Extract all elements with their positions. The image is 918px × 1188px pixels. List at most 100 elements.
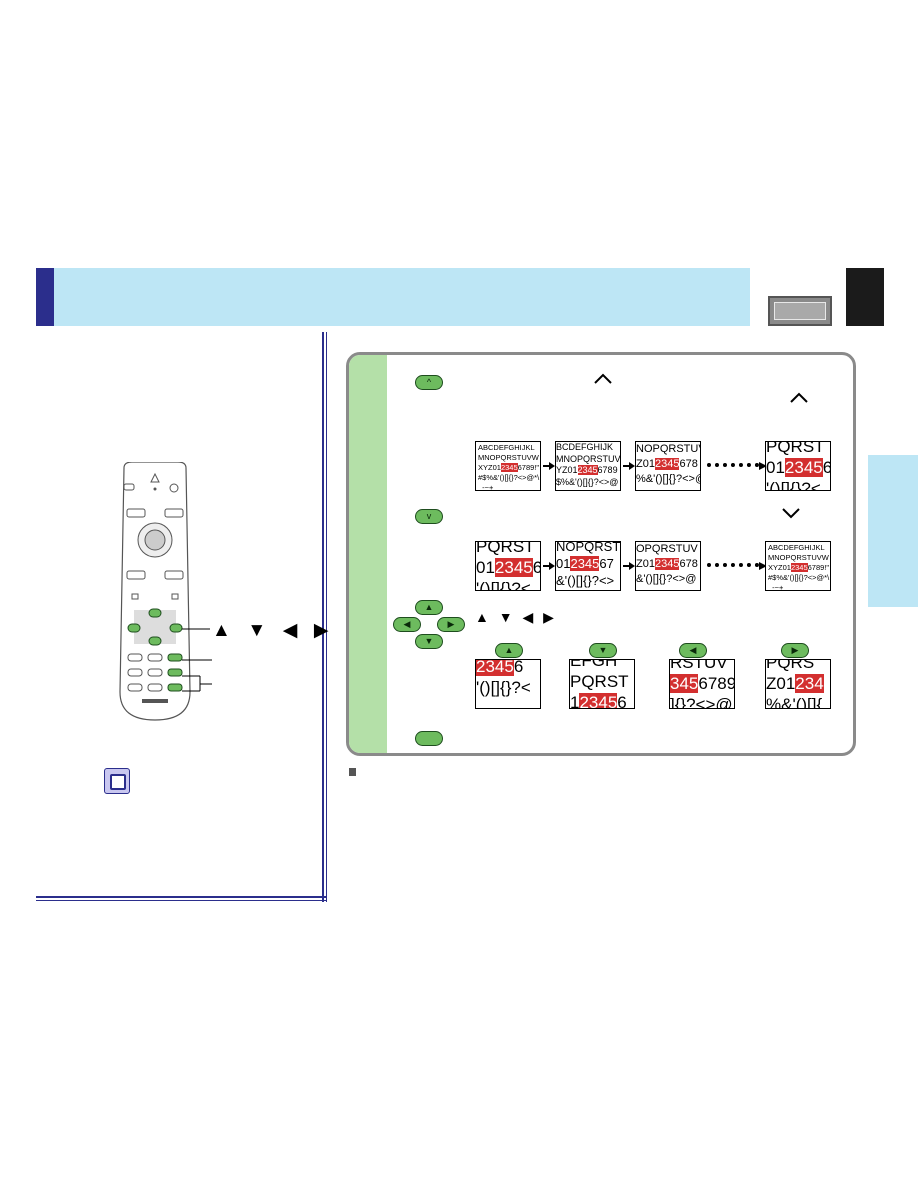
preview-line: ]{}?<>@	[670, 695, 733, 709]
arrow-down-icon: ▼	[424, 636, 434, 646]
preview-line: PQRST	[570, 672, 629, 691]
preview-line: %&'()[]{	[766, 695, 823, 709]
preview-line: NOPQRSTUV	[636, 443, 701, 455]
arrow-right-icon	[623, 562, 635, 570]
preview-line: BCDEFGHIJK	[556, 442, 614, 452]
remote-arrow-callout: ▲ ▼ ◀ ▶	[212, 620, 331, 641]
preview-line: ABCDEFGHIJKL	[768, 543, 825, 552]
preview-line: OPQRSTUV	[636, 543, 698, 555]
arrow-left-icon: ◀	[689, 645, 697, 655]
arrow-right-icon	[623, 462, 635, 470]
continuation-dots	[707, 563, 759, 571]
preview-line: EFGH	[570, 659, 618, 670]
preview-line: _-~+	[478, 483, 494, 491]
preview-line: '()[]{}?<	[476, 579, 531, 591]
left-panel-rule	[36, 900, 327, 901]
preview-line: XYZ0123456789!"	[478, 463, 540, 472]
arrow-right-icon: ▶	[791, 645, 799, 655]
arrow-left-icon: ◀	[403, 619, 411, 629]
pan-down-button[interactable]: ▼	[589, 643, 617, 658]
zoom-preview-4: PQRST 0123456 '()[]{}?<	[765, 441, 831, 491]
preview-line: PQRST	[766, 441, 825, 456]
arrow-right-icon	[543, 462, 555, 470]
step-column	[349, 355, 387, 753]
nav-arrow-hint: ▲ ▼ ◀ ▶	[475, 609, 557, 625]
preview-line: 23456	[476, 659, 524, 676]
up-arrow-button[interactable]: ▲	[415, 600, 443, 615]
chevron-up-icon	[593, 366, 613, 388]
preview-line: '()[]{}?<	[766, 479, 821, 491]
left-panel-rule	[36, 896, 327, 898]
side-index-tab[interactable]	[868, 455, 918, 607]
chapter-tab-black	[846, 268, 884, 326]
return-button[interactable]	[415, 731, 443, 746]
preview-line: 123456	[570, 692, 634, 708]
preview-line: 0123456	[476, 558, 540, 577]
preview-line: '()[]{}?<	[476, 678, 531, 697]
remote-callout-lines	[182, 628, 212, 692]
note-bullet	[349, 768, 356, 776]
preview-line: &'()[]{}?<>@	[636, 573, 697, 585]
chevron-up-icon	[789, 385, 809, 407]
arrow-up-icon: ▲	[504, 645, 514, 655]
header-accent-bar	[36, 268, 54, 326]
arrow-right-icon	[759, 562, 767, 570]
arrow-up-icon: ▲	[424, 602, 434, 612]
preview-line: PQRST	[476, 541, 535, 556]
arrow-right-icon	[759, 462, 767, 470]
arrow-right-icon: ▶	[447, 619, 455, 629]
preview-line: ABCDEFGHIJKL	[478, 443, 535, 452]
preview-line: 3456789	[670, 674, 735, 693]
preview-line: _-~+	[768, 583, 784, 591]
continuation-dots	[707, 463, 759, 471]
down-arrow-button[interactable]: ▼	[415, 634, 443, 649]
preview-line: 01234567	[556, 556, 614, 571]
zoom-preview-3: NOPQRSTUV Z012345678 %&'()[]{}?<>@	[635, 441, 701, 491]
remote-control-illustration	[119, 462, 191, 721]
right-arrow-button[interactable]: ▶	[437, 617, 465, 632]
preview-line: XYZ0123456789!"	[768, 563, 830, 572]
chevron-down-icon: v	[426, 511, 432, 521]
zoom-preview-6: NOPQRSTU 01234567 &'()[]{}?<>	[555, 541, 621, 591]
preview-line: MNOPQRSTUVW	[768, 553, 829, 562]
preview-line: $%&'()[]{}?<>@	[556, 476, 619, 487]
note-icon	[104, 768, 130, 794]
pan-left-button[interactable]: ◀	[679, 643, 707, 658]
pan-preview-left: RSTUV 3456789 ]{}?<>@	[669, 659, 735, 709]
pan-preview-down: EFGH PQRST 123456	[569, 659, 635, 709]
zoom-preview-1: ABCDEFGHIJKL MNOPQRSTUVW XYZ0123456789!"…	[475, 441, 541, 491]
chevron-up-icon: ^	[426, 377, 432, 387]
preview-line: &'()[]{}?<>	[556, 573, 615, 588]
pan-preview-right: PQRS Z01234 %&'()[]{	[765, 659, 831, 709]
header-band	[54, 268, 750, 326]
pan-preview-up: 23456 '()[]{}?<	[475, 659, 541, 709]
left-panel-rule	[326, 332, 327, 902]
pan-right-button[interactable]: ▶	[781, 643, 809, 658]
preview-line: YZ0123456789	[556, 465, 618, 475]
arrow-right-icon	[543, 562, 555, 570]
preview-line: Z01234	[766, 674, 824, 693]
preview-line: MNOPQRSTUVW	[478, 453, 539, 462]
preview-line: #$%&'()[]{}?<>@*\	[478, 473, 540, 482]
left-panel-rule	[322, 332, 324, 902]
left-arrow-button[interactable]: ◀	[393, 617, 421, 632]
zoom-preview-5: PQRST 0123456 '()[]{}?<	[475, 541, 541, 591]
procedure-panel: ^ ABCDEFGHIJKL MNOPQRSTUVW XYZ0123456789…	[346, 352, 856, 756]
arrow-down-icon: ▼	[598, 645, 608, 655]
preview-line: NOPQRSTU	[556, 541, 621, 554]
preview-line: Z012345678	[636, 558, 698, 570]
preview-line: Z012345678	[636, 458, 698, 470]
preview-line: %&'()[]{}?<>@	[636, 473, 701, 485]
header-button[interactable]	[768, 296, 832, 326]
preview-line: PQRS	[766, 659, 815, 672]
down-button[interactable]: v	[415, 509, 443, 524]
zoom-preview-2: BCDEFGHIJK MNOPQRSTUV YZ0123456789 $%&'(…	[555, 441, 621, 491]
pan-up-button[interactable]: ▲	[495, 643, 523, 658]
preview-line: MNOPQRSTUV	[556, 453, 621, 464]
preview-line: #$%&'()[]{}?<>@*\	[768, 573, 830, 582]
zoom-preview-8: ABCDEFGHIJKL MNOPQRSTUVW XYZ0123456789!"…	[765, 541, 831, 591]
zoom-preview-7: OPQRSTUV Z012345678 &'()[]{}?<>@	[635, 541, 701, 591]
preview-line: RSTUV	[670, 659, 728, 672]
up-button[interactable]: ^	[415, 375, 443, 390]
preview-line: 0123456	[766, 458, 830, 477]
